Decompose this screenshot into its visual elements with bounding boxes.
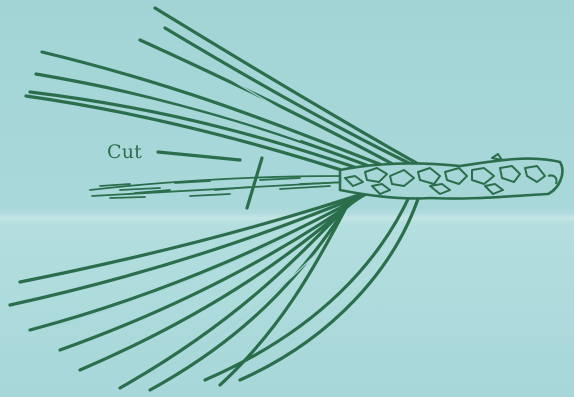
- stem-tip-bud: [492, 154, 502, 160]
- candle-stroke: [120, 188, 160, 190]
- candle-stroke: [110, 197, 145, 198]
- candle-stroke: [190, 194, 230, 196]
- upper-needles: [26, 8, 420, 176]
- candle-stroke: [260, 178, 300, 180]
- needle: [42, 52, 395, 170]
- candle-growth: [90, 176, 350, 198]
- cut-mark: [247, 158, 262, 208]
- cut-pointer-line: [158, 152, 240, 160]
- candle-stroke: [280, 186, 330, 189]
- needle: [155, 8, 420, 165]
- lower-needles: [10, 188, 420, 390]
- stem-body: [340, 159, 562, 199]
- cut-label: Cut: [107, 141, 142, 163]
